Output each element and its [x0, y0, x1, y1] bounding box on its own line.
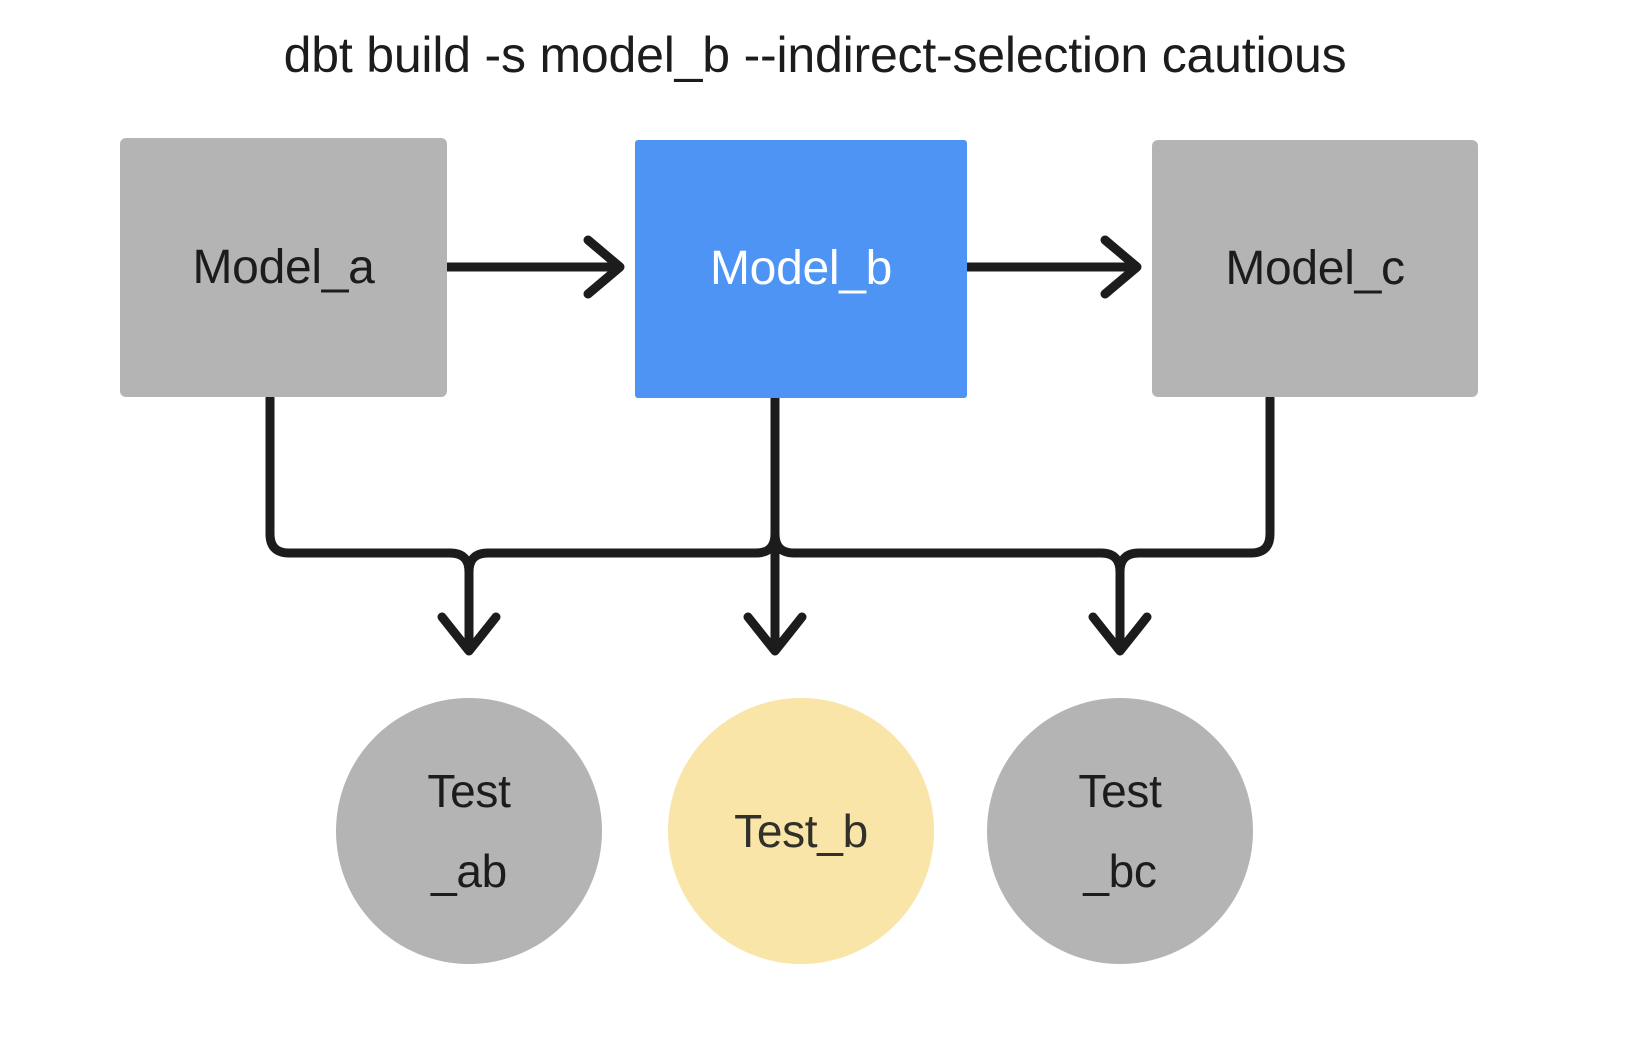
node-test-ab-label-line-2: _ab [431, 845, 507, 897]
node-model-a-label: Model_a [192, 240, 375, 294]
node-test-b[interactable]: Test_b [668, 698, 934, 964]
edge-model-b-to-test-bc [770, 394, 1152, 656]
node-model-c[interactable]: Model_c [1152, 140, 1478, 397]
edge-model-a-to-model-b [442, 235, 625, 299]
node-test-ab-label-line-1: Test [427, 765, 511, 817]
node-model-b-label: Model_b [709, 242, 893, 295]
node-model-c-label: Model_c [1225, 241, 1405, 295]
edge-model-b-to-test-ab [464, 394, 780, 577]
node-test-ab[interactable]: Test _ab [336, 698, 602, 964]
edge-model-c-to-test-bc [1115, 393, 1275, 577]
node-test-b-label-line-1: Test_b [734, 805, 868, 857]
edge-model-a-to-test-ab [265, 393, 501, 656]
diagram-title: dbt build -s model_b --indirect-selectio… [283, 27, 1347, 83]
node-test-bc-label-line-2: _bc [1083, 845, 1157, 897]
node-model-a[interactable]: Model_a [120, 138, 447, 397]
node-model-b[interactable]: Model_b [635, 140, 967, 398]
edge-model-b-to-model-c [962, 235, 1142, 299]
node-test-bc-label-line-1: Test [1078, 765, 1162, 817]
edge-model-b-to-test-b [743, 394, 807, 656]
node-test-bc[interactable]: Test _bc [987, 698, 1253, 964]
